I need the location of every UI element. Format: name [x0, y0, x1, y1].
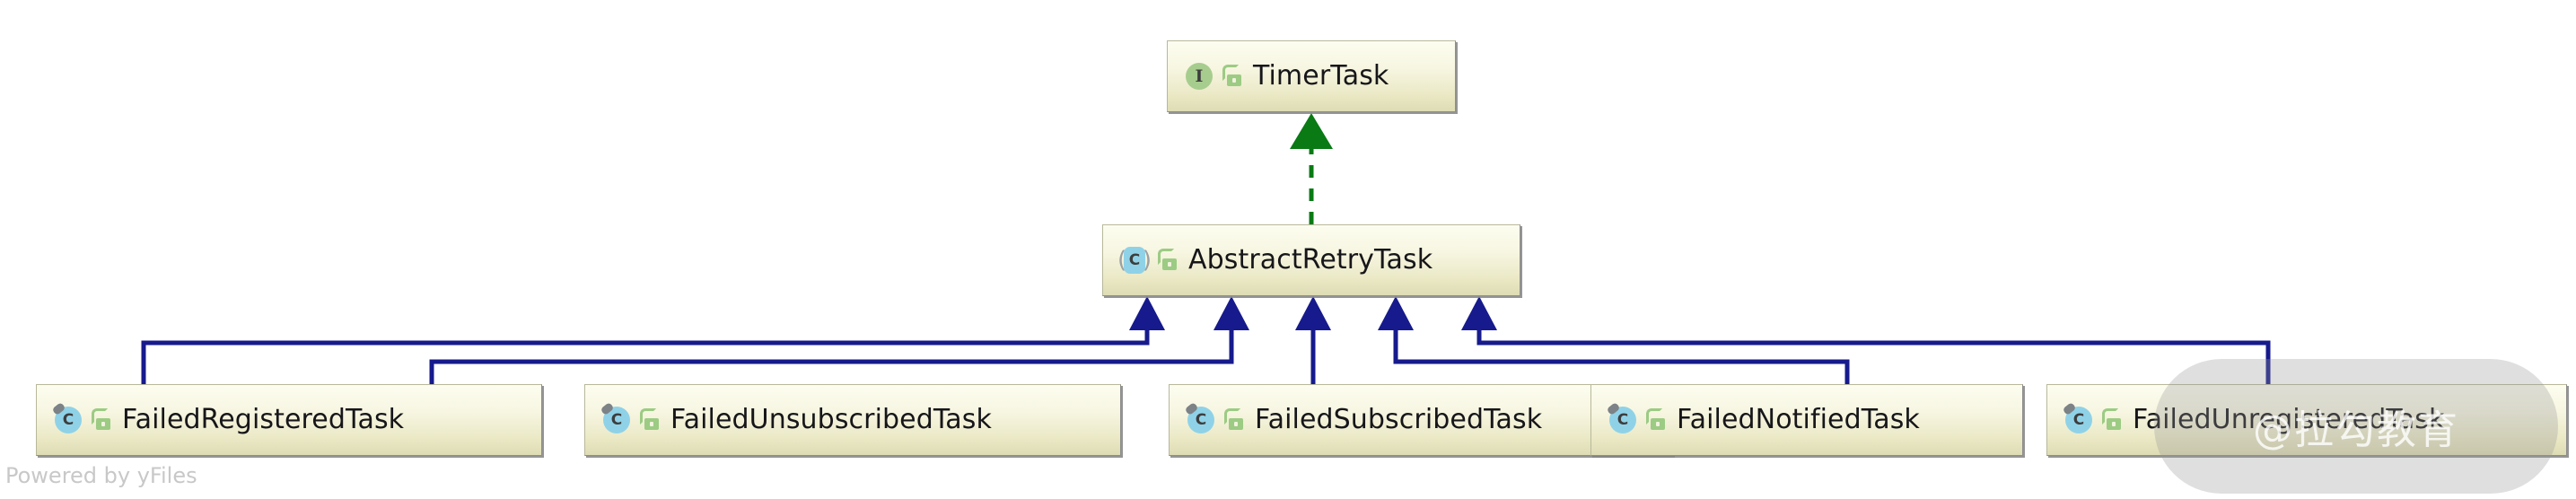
class-c-icon: C: [1606, 401, 1638, 435]
abstract-class-c-icon: ( C ): [1117, 247, 1152, 274]
uml-node-failedunregisteredtask[interactable]: C FailedUnregisteredTask: [2046, 384, 2567, 456]
arrowhead-3: [1295, 296, 1331, 330]
open-padlock-icon: [640, 408, 660, 432]
uml-node-failedsubscribedtask[interactable]: C FailedSubscribedTask: [1169, 384, 1673, 456]
powered-by-label: Powered by yFiles: [5, 463, 197, 488]
open-padlock-icon: [1222, 65, 1242, 88]
edge-extends-1: [141, 323, 1150, 384]
uml-node-label: AbstractRetryTask: [1188, 244, 1433, 276]
uml-node-failednotifiedtask[interactable]: C FailedNotifiedTask: [1590, 384, 2023, 456]
class-c-icon: C: [600, 401, 632, 435]
uml-node-abstractretrytask[interactable]: ( C ) AbstractRetryTask: [1102, 224, 1520, 296]
uml-node-failedregisteredtask[interactable]: C FailedRegisteredTask: [36, 384, 542, 456]
uml-node-label: TimerTask: [1253, 60, 1389, 92]
edge-extends-4: [1393, 323, 1850, 384]
watermark-overlay: @拉勾教育: [2154, 359, 2558, 494]
uml-node-label: FailedSubscribedTask: [1255, 404, 1543, 435]
open-padlock-icon: [1646, 408, 1666, 432]
edge-extends-2: [429, 323, 1234, 384]
interface-i-icon: I: [1184, 61, 1214, 92]
class-c-icon: C: [51, 401, 83, 435]
watermark-backdrop: [2154, 359, 2558, 494]
arrowhead-2: [1214, 296, 1249, 330]
open-padlock-icon: [1158, 249, 1178, 272]
watermark-text: @拉勾教育: [2253, 407, 2459, 453]
open-padlock-icon: [2102, 408, 2122, 432]
uml-node-label: FailedNotifiedTask: [1677, 404, 1920, 435]
arrowhead-4: [1378, 296, 1414, 330]
edge-implements-timertask: [1290, 113, 1333, 224]
uml-node-label: FailedUnsubscribedTask: [670, 404, 992, 435]
class-c-icon: C: [1184, 401, 1216, 435]
open-padlock-icon: [92, 408, 111, 432]
open-padlock-icon: [1224, 408, 1244, 432]
class-c-icon: C: [2062, 401, 2094, 435]
edge-extends-5: [1476, 323, 2271, 384]
uml-node-label: FailedRegisteredTask: [122, 404, 405, 435]
uml-node-failedunsubscribedtask[interactable]: C FailedUnsubscribedTask: [584, 384, 1121, 456]
uml-node-timertask[interactable]: I TimerTask: [1167, 40, 1456, 112]
arrowhead-5: [1461, 296, 1497, 330]
arrowhead-1: [1129, 296, 1165, 330]
uml-node-label: FailedUnregisteredTask: [2133, 404, 2445, 435]
